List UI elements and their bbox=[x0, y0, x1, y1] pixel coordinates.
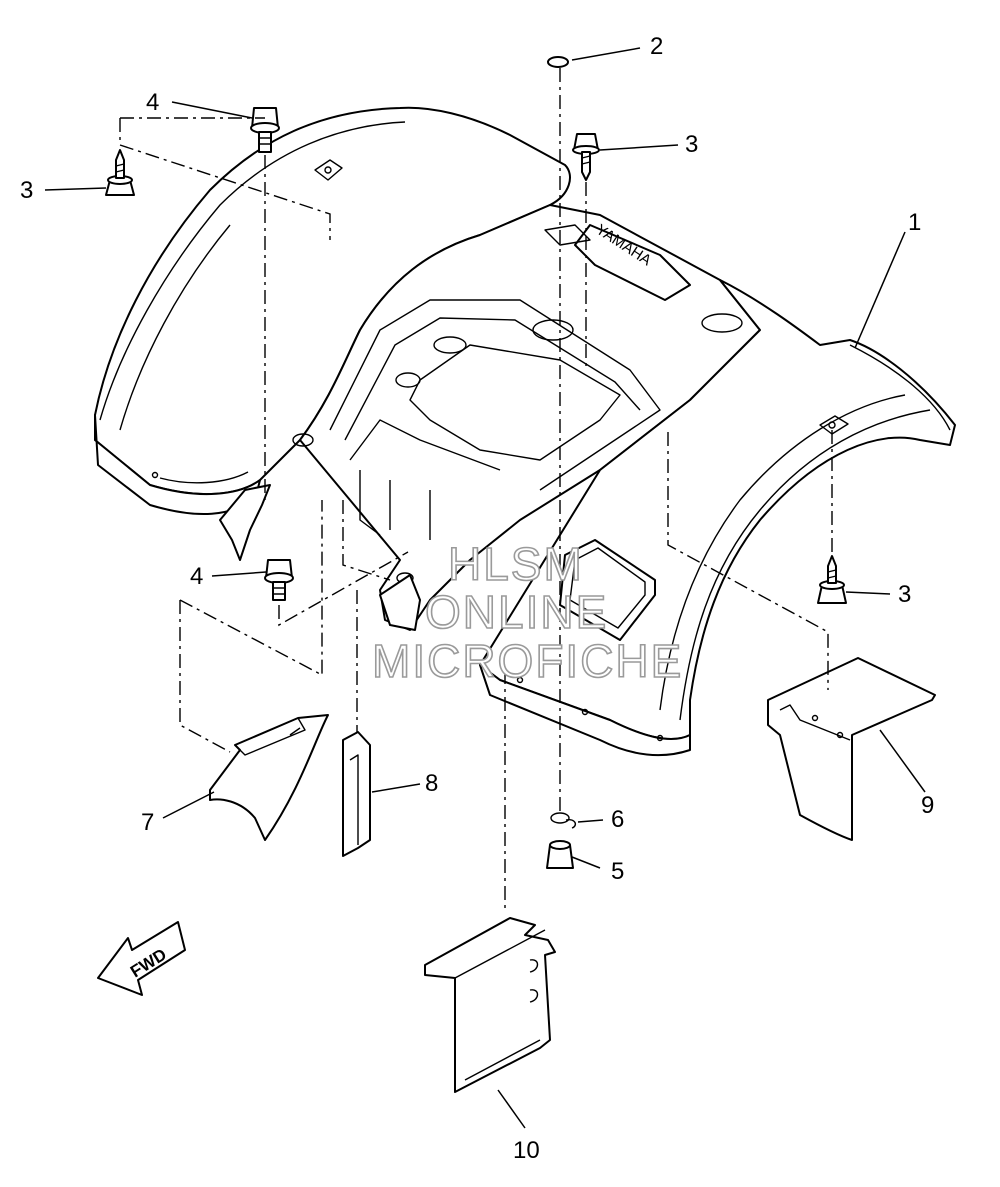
grommet-part-5 bbox=[546, 840, 574, 869]
assembly-lines bbox=[119, 68, 833, 910]
callout-2: 2 bbox=[650, 33, 663, 60]
cap-part-2 bbox=[547, 56, 569, 68]
cover-part-10 bbox=[424, 917, 556, 1093]
screw-part-3-top bbox=[572, 133, 600, 181]
plate-part-9 bbox=[767, 657, 936, 841]
clip-part-6 bbox=[550, 812, 577, 829]
bolt-part-4-bottom bbox=[264, 559, 294, 601]
callout-9: 9 bbox=[921, 792, 934, 819]
callout-4-bottom: 4 bbox=[190, 563, 203, 590]
callout-7: 7 bbox=[141, 809, 154, 836]
guard-part-8 bbox=[342, 731, 371, 857]
callout-8: 8 bbox=[425, 770, 438, 797]
callout-leaders bbox=[44, 47, 926, 1129]
screw-part-3-left bbox=[105, 149, 135, 196]
callout-6: 6 bbox=[611, 806, 624, 833]
watermark-line1: HLSM bbox=[448, 538, 584, 590]
watermark: HLSM ONLINE MICROFICHE bbox=[371, 537, 683, 688]
callout-5: 5 bbox=[611, 858, 624, 885]
callout-labels: 1 2 3 3 3 4 4 5 6 7 8 9 10 bbox=[20, 33, 934, 1164]
callout-3-left: 3 bbox=[20, 177, 33, 204]
callout-1: 1 bbox=[908, 209, 921, 236]
callout-10: 10 bbox=[513, 1137, 540, 1164]
callout-3-right: 3 bbox=[898, 581, 911, 608]
rear-fender: YAMAHA bbox=[94, 106, 956, 757]
watermark-line2: ONLINE bbox=[425, 586, 608, 638]
cover-part-7 bbox=[209, 714, 329, 841]
callout-4-top: 4 bbox=[146, 89, 159, 116]
watermark-line3: MICROFICHE bbox=[372, 635, 683, 687]
callout-3-top: 3 bbox=[685, 131, 698, 158]
fwd-arrow-icon: FWD bbox=[97, 921, 186, 996]
screw-part-3-right bbox=[817, 555, 847, 604]
